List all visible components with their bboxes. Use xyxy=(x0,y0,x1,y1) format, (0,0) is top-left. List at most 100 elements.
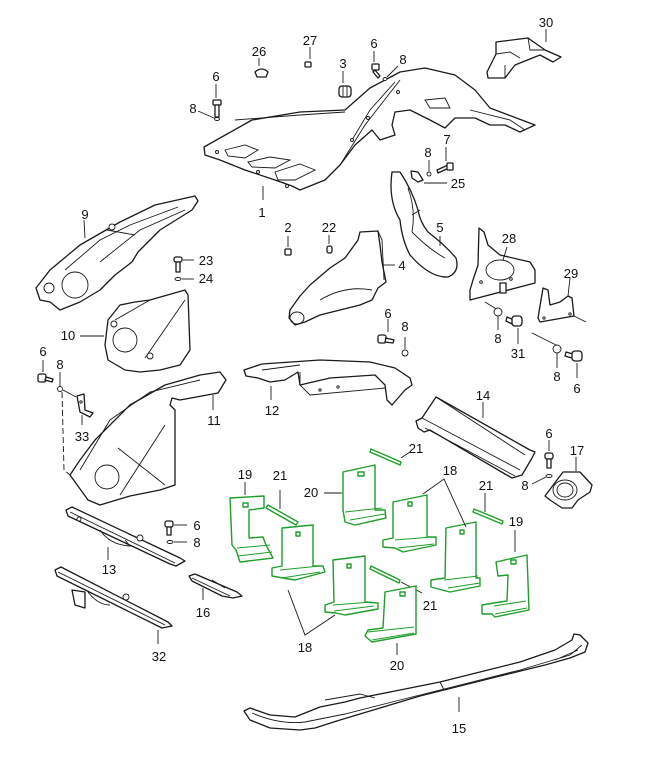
callout-20b: 20 xyxy=(390,658,404,673)
callout-6g: 6 xyxy=(193,518,200,533)
part-27-clip[interactable] xyxy=(304,61,312,68)
part-19-flap-right[interactable] xyxy=(481,554,530,618)
part-32-cross-member[interactable] xyxy=(54,566,173,629)
part-26-plug[interactable] xyxy=(254,68,269,78)
part-7-bolt[interactable] xyxy=(436,162,454,174)
part-18-flap-a[interactable] xyxy=(271,524,326,581)
callout-8g: 8 xyxy=(56,357,63,372)
part-11-side-panel[interactable] xyxy=(69,371,227,506)
leader-9 xyxy=(83,219,86,239)
part-6-bolt-left[interactable] xyxy=(212,99,222,118)
part-14-channel[interactable] xyxy=(415,396,536,479)
part-25-clamp[interactable] xyxy=(410,170,424,183)
callout-18b: 18 xyxy=(443,463,457,478)
leader-8a xyxy=(386,65,399,78)
part-19-flap-left[interactable] xyxy=(229,495,274,563)
callout-25: 25 xyxy=(451,176,465,191)
callout-26: 26 xyxy=(252,44,266,59)
part-6-bolt-13[interactable] xyxy=(164,520,174,536)
callout-8i: 8 xyxy=(193,535,200,550)
part-1-floor-panel[interactable] xyxy=(203,67,536,191)
callout-8a: 8 xyxy=(399,52,406,67)
callout-5: 5 xyxy=(436,220,443,235)
callout-6c: 6 xyxy=(384,306,391,321)
part-4-air-duct[interactable] xyxy=(288,230,387,326)
leader-29-dash xyxy=(531,315,587,346)
callout-17: 17 xyxy=(570,443,584,458)
callout-12: 12 xyxy=(265,403,279,418)
callout-11: 11 xyxy=(207,413,221,428)
part-3-grommet[interactable] xyxy=(338,85,352,98)
part-12-rail[interactable] xyxy=(243,359,413,406)
part-29-bracket[interactable] xyxy=(537,287,575,323)
part-21-pin-right[interactable] xyxy=(472,508,504,525)
callout-8f: 8 xyxy=(553,369,560,384)
part-24-washer[interactable] xyxy=(174,277,182,281)
part-30-cover[interactable] xyxy=(486,37,562,79)
callout-24: 24 xyxy=(199,271,213,286)
callout-2: 2 xyxy=(284,220,291,235)
part-6-bolt-top[interactable] xyxy=(371,63,381,79)
callout-21d: 21 xyxy=(423,598,437,613)
leader-21b xyxy=(400,451,411,459)
callout-30: 30 xyxy=(539,15,553,30)
part-16-bracket[interactable] xyxy=(188,573,243,599)
part-15-long-rail[interactable] xyxy=(243,633,589,731)
callout-18a: 18 xyxy=(298,640,312,655)
callout-8d: 8 xyxy=(401,319,408,334)
callout-8e: 8 xyxy=(494,331,501,346)
part-8-washer-28[interactable] xyxy=(493,307,503,317)
part-28-plate[interactable] xyxy=(469,227,536,301)
part-17-housing[interactable] xyxy=(544,471,593,509)
callout-19a: 19 xyxy=(238,467,252,482)
part-8-washer-duct[interactable] xyxy=(401,349,409,357)
callout-23: 23 xyxy=(199,253,213,268)
part-8-washer-left[interactable] xyxy=(214,117,220,121)
callout-4: 4 xyxy=(398,258,405,273)
part-8-washer-13[interactable] xyxy=(166,540,174,544)
part-8-washer-33[interactable] xyxy=(57,386,63,392)
part-10-side-cover[interactable] xyxy=(104,289,191,373)
callout-6d: 6 xyxy=(573,381,580,396)
callout-31: 31 xyxy=(511,346,525,361)
callout-8c: 8 xyxy=(424,145,431,160)
part-20-flap-top[interactable] xyxy=(342,464,387,526)
part-33-bracket[interactable] xyxy=(76,393,94,418)
leader-18a xyxy=(287,589,336,636)
part-6-bolt-33[interactable] xyxy=(37,373,54,383)
part-8-washer-top[interactable] xyxy=(382,77,388,81)
callout-6a: 6 xyxy=(370,36,377,51)
part-18-flap-b[interactable] xyxy=(324,555,379,616)
part-18-flap-c[interactable] xyxy=(382,494,437,553)
part-2-clip[interactable] xyxy=(284,248,292,256)
part-21-pin-left[interactable] xyxy=(265,504,299,526)
callout-27: 27 xyxy=(303,33,317,48)
callout-3: 3 xyxy=(339,56,346,71)
part-6-bolt-17[interactable] xyxy=(544,452,554,469)
part-13-cross-member[interactable] xyxy=(65,506,186,567)
part-21-pin-bottom[interactable] xyxy=(369,565,401,584)
part-31-bolt[interactable] xyxy=(505,315,523,327)
part-8-washer-29[interactable] xyxy=(552,344,562,354)
part-6-bolt-duct[interactable] xyxy=(377,334,395,344)
part-21-pin-top[interactable] xyxy=(369,448,402,466)
part-20-flap-bottom[interactable] xyxy=(364,585,417,643)
callout-10: 10 xyxy=(61,328,75,343)
callout-21b: 21 xyxy=(409,441,423,456)
leader-33-line xyxy=(62,389,77,398)
part-22-clip[interactable] xyxy=(326,245,333,254)
callout-20a: 20 xyxy=(304,485,318,500)
callout-28: 28 xyxy=(502,231,516,246)
part-6-bolt-29[interactable] xyxy=(564,350,583,362)
callout-14: 14 xyxy=(476,388,490,403)
part-5-duct-hose[interactable] xyxy=(390,171,458,278)
callout-6f: 6 xyxy=(545,426,552,441)
callout-6b: 6 xyxy=(212,69,219,84)
part-9-side-panel[interactable] xyxy=(35,195,199,311)
part-18-flap-d[interactable] xyxy=(430,521,481,593)
callout-19b: 19 xyxy=(509,514,523,529)
part-8-washer-17[interactable] xyxy=(545,474,553,478)
part-23-bolt[interactable] xyxy=(173,256,183,273)
part-8-washer-mid[interactable] xyxy=(426,171,432,177)
callout-7: 7 xyxy=(443,132,450,147)
